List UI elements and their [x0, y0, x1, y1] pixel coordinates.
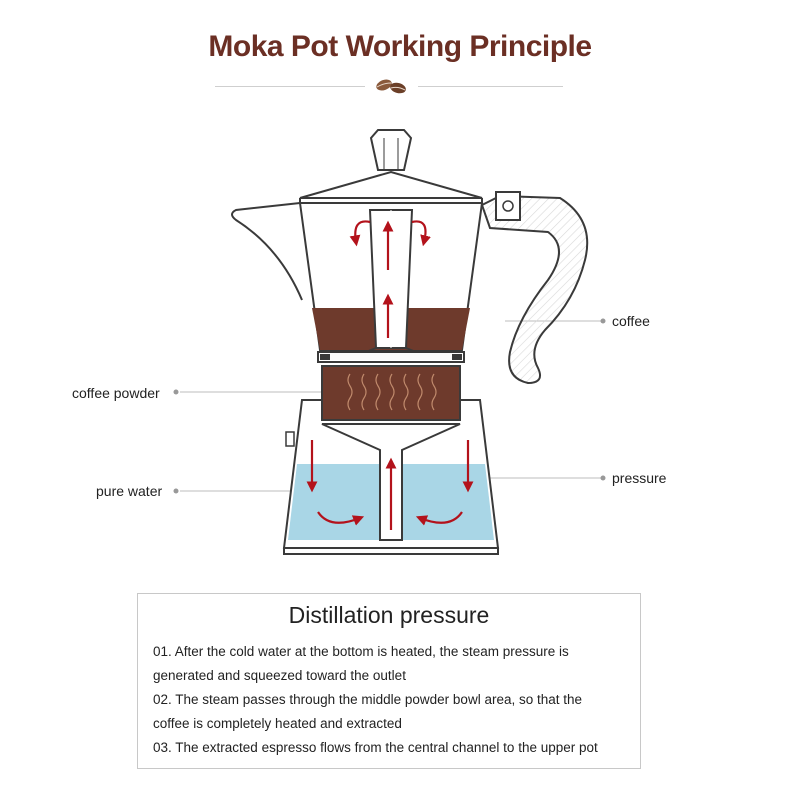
panel-line: coffee is completely heated and extracte…	[153, 716, 402, 731]
panel-line: 02. The steam passes through the middle …	[153, 692, 583, 707]
handle	[480, 191, 589, 385]
label-pressure: pressure	[612, 470, 667, 486]
gasket	[317, 351, 465, 363]
leader-lines	[180, 320, 601, 492]
label-pure-water: pure water	[96, 483, 163, 499]
safety-valve	[285, 431, 295, 447]
page-title: Moka Pot Working Principle	[208, 30, 592, 63]
panel-body: 01. After the cold water at the bottom i…	[153, 640, 633, 760]
panel-heading: Distillation pressure	[288, 602, 490, 628]
lid	[299, 170, 483, 199]
info-panel: Distillation pressure 01. After the cold…	[137, 593, 641, 769]
coffee-powder-basket	[321, 365, 461, 421]
steam-wisps	[347, 373, 437, 411]
panel-line: 01. After the cold water at the bottom i…	[153, 644, 569, 659]
label-coffee-powder: coffee powder	[72, 385, 160, 401]
label-coffee: coffee	[612, 313, 650, 329]
coffee-beans-icon	[376, 79, 406, 94]
panel-line: 03. The extracted espresso flows from th…	[153, 740, 598, 755]
spout	[231, 202, 303, 301]
title-rule-left	[215, 86, 365, 87]
flow-arrows	[306, 220, 474, 530]
title-rule-right	[418, 86, 563, 87]
panel-line: generated and squeezed toward the outlet	[153, 668, 406, 683]
base	[283, 547, 499, 555]
lid-knob	[369, 129, 413, 171]
